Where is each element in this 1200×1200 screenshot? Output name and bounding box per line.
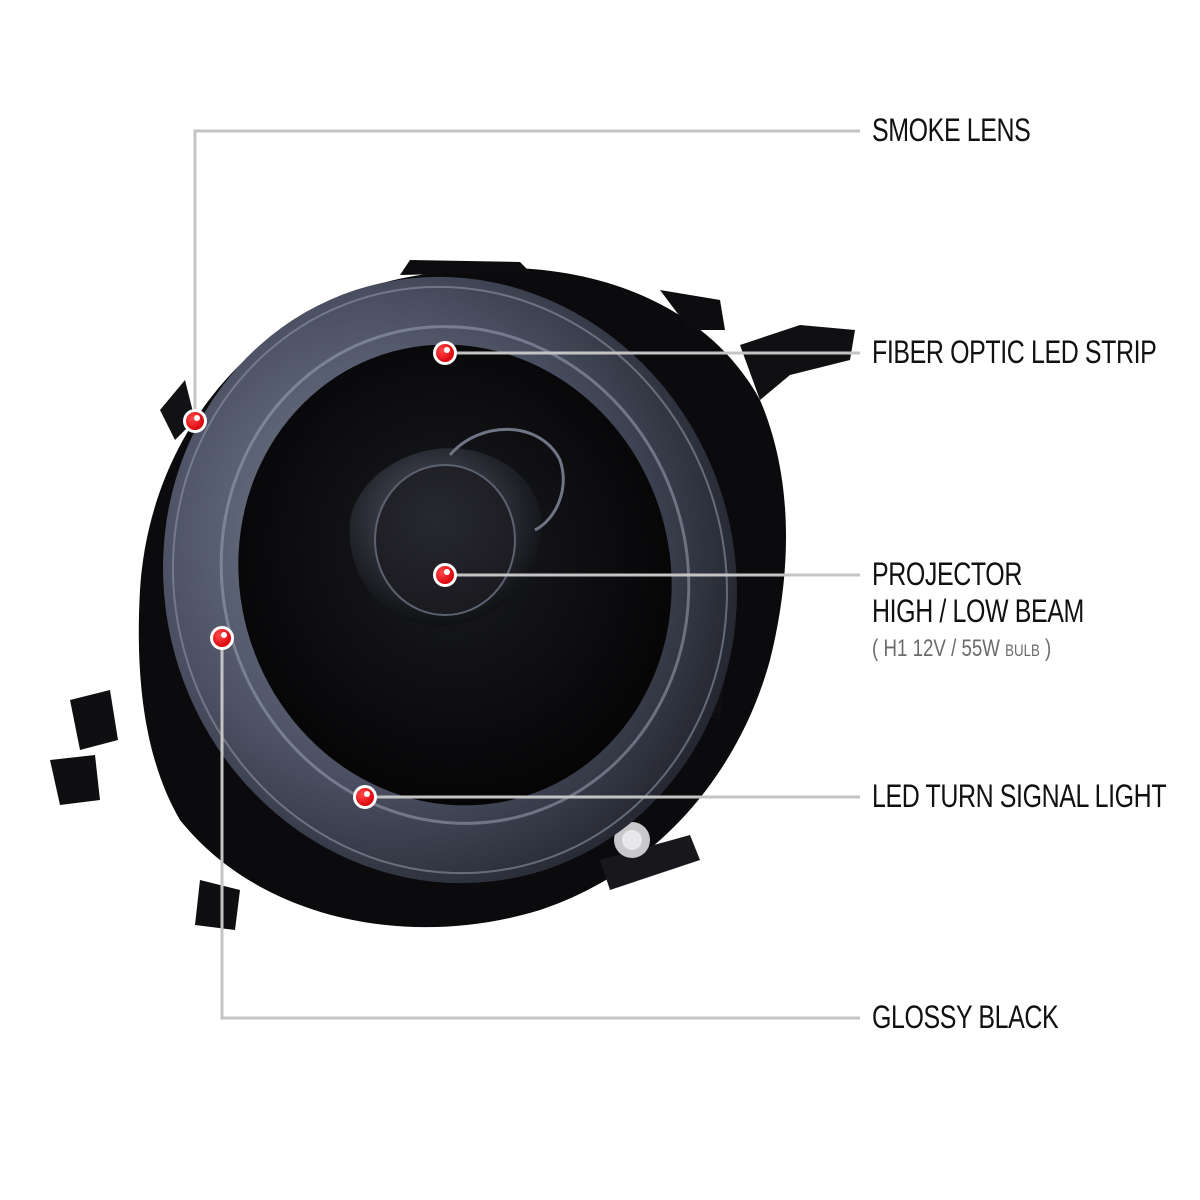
marker-fiber-optic	[433, 341, 457, 365]
callout-projector: PROJECTOR	[872, 556, 1022, 592]
led-strip-ring	[219, 325, 691, 825]
marker-glossy-black	[210, 626, 234, 650]
spec-unit: BULB	[1005, 641, 1040, 660]
spec-value: H1 12V / 55W	[883, 635, 1000, 662]
callout-projector-spec: ( H1 12V / 55W BULB )	[872, 635, 1051, 663]
leader-lines	[193, 129, 860, 1020]
markers	[183, 341, 457, 809]
marker-smoke-lens	[183, 409, 207, 433]
callout-turn-signal: LED TURN SIGNAL LIGHT	[872, 778, 1167, 814]
callout-projector-beam: HIGH / LOW BEAM	[872, 593, 1084, 629]
spec-close: )	[1045, 635, 1052, 662]
projector-lens	[349, 427, 565, 626]
callout-fiber-optic: FIBER OPTIC LED STRIP	[872, 334, 1157, 370]
marker-turn-signal	[353, 785, 377, 809]
callout-glossy-black: GLOSSY BLACK	[872, 999, 1059, 1035]
spec-open: (	[872, 635, 879, 662]
callout-smoke-lens: SMOKE LENS	[872, 112, 1031, 148]
marker-projector	[433, 563, 457, 587]
